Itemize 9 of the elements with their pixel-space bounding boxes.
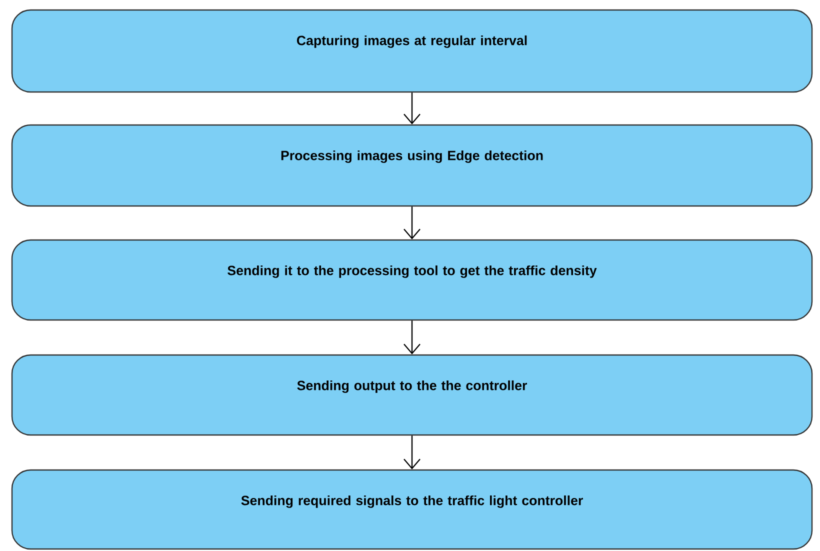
arrow: [404, 320, 420, 354]
process-box: Sending required signals to the traffic light controller: [11, 469, 813, 550]
process-box: Sending it to the processing tool to get the traffic density: [11, 239, 813, 321]
arrow: [404, 92, 420, 124]
process-box: Sending output to the the controller: [11, 354, 813, 436]
process-box: Capturing images at regular interval: [11, 9, 813, 93]
process-box: Processing images using Edge detection: [11, 124, 813, 207]
arrow: [404, 436, 420, 470]
arrow: [404, 206, 420, 240]
